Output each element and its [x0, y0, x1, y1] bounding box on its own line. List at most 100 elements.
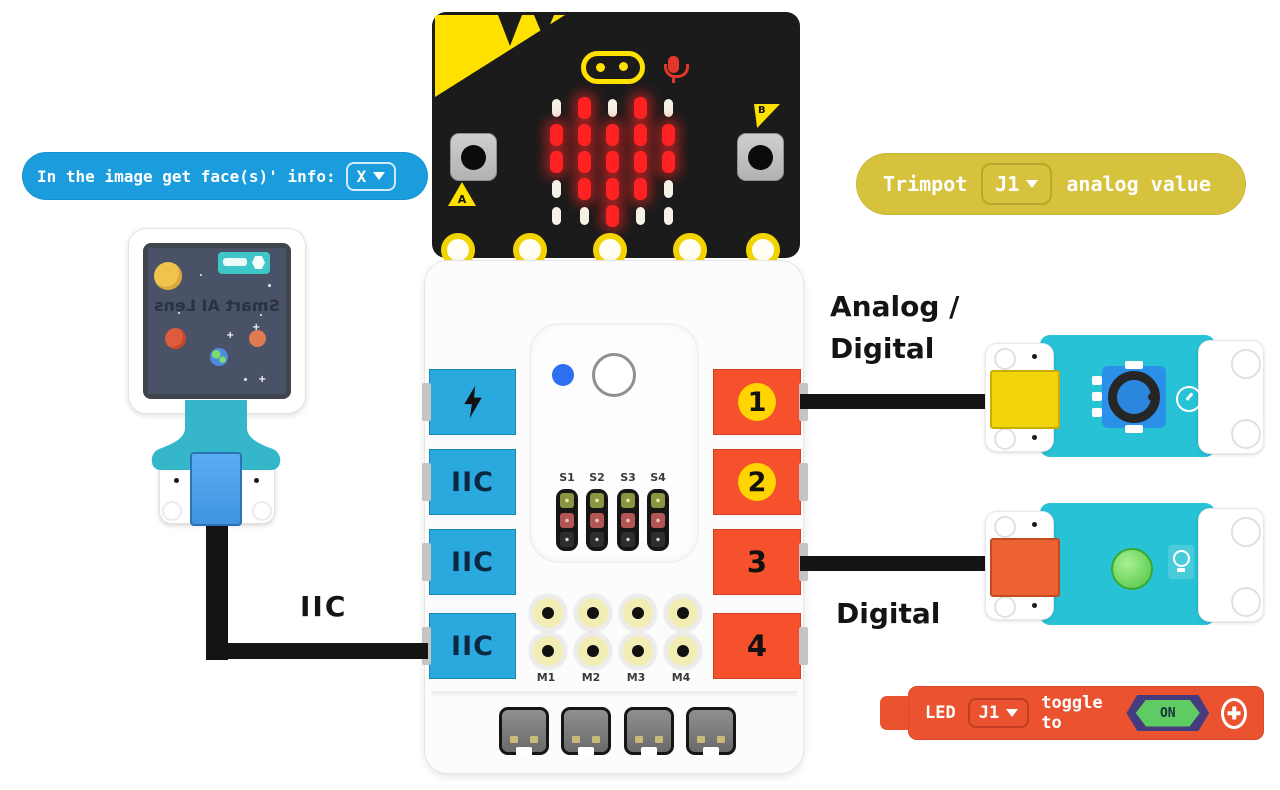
- led-connector: [990, 538, 1060, 597]
- trimpot-knob: [1092, 361, 1166, 433]
- trimpot-block-suffix: analog value: [1066, 172, 1211, 196]
- motor-label: M3: [626, 671, 646, 684]
- servo-header: [617, 489, 639, 551]
- port-1: 1: [713, 369, 808, 435]
- camera-mount: [151, 400, 281, 470]
- servo-label: S4: [650, 471, 666, 484]
- trimpot-right-cap: [1198, 340, 1264, 454]
- label-analog-digital-line1: Analog /: [830, 290, 960, 323]
- led-block-label: LED: [925, 703, 956, 723]
- port-1-badge: 1: [738, 383, 776, 421]
- port-2: 2: [713, 449, 808, 515]
- motor-socket: [624, 707, 674, 756]
- led-on: [577, 150, 591, 173]
- screen-title: Smart AI Lens: [154, 296, 280, 315]
- brand-badge: [218, 252, 270, 274]
- led-off: [635, 206, 645, 225]
- motor-terminal: [620, 633, 656, 669]
- trimpot-block[interactable]: Trimpot J1 analog value: [856, 153, 1246, 215]
- servo-header: [586, 489, 608, 551]
- wire-port1-trimpot: [800, 394, 992, 409]
- screen-bezel: Smart AI Lens + + +: [143, 243, 291, 399]
- led-off: [663, 179, 673, 198]
- led-on: [605, 123, 619, 146]
- face-info-dropdown-value: X: [356, 166, 367, 186]
- ai-lens-module: Smart AI Lens + + +: [128, 228, 306, 414]
- button-b-cap: [748, 144, 773, 170]
- led-port-dropdown[interactable]: J1: [967, 698, 1030, 728]
- servo-header: [556, 489, 578, 551]
- boolean-slot[interactable]: ON: [1126, 695, 1210, 731]
- led-off: [663, 206, 673, 225]
- sun-planet: [154, 262, 182, 290]
- board-divider: [431, 691, 797, 697]
- trimpot-dropdown-value: J1: [995, 172, 1020, 196]
- servo-header: [647, 489, 669, 551]
- button-a-label: A: [448, 182, 476, 206]
- button-b-label: B: [754, 104, 780, 128]
- face-info-text: In the image get face(s)' info:: [37, 166, 336, 186]
- red-planet: [165, 328, 186, 349]
- port-iic-1: IIC: [422, 449, 516, 515]
- trimpot-port-dropdown[interactable]: J1: [981, 163, 1053, 205]
- port-4: 4: [713, 613, 808, 679]
- power-led: [552, 364, 574, 386]
- led-block[interactable]: LED J1 toggle to ON: [908, 686, 1264, 740]
- trimpot-block-label: Trimpot: [883, 172, 968, 196]
- motor-socket: [686, 707, 736, 756]
- face-info-dropdown[interactable]: X: [345, 161, 397, 191]
- reset-button: [592, 353, 636, 397]
- led-matrix: [542, 94, 682, 229]
- button-a-cap: [461, 144, 486, 170]
- led-off: [579, 206, 589, 225]
- on-toggle[interactable]: ON: [1135, 699, 1200, 727]
- led-module: [985, 503, 1277, 625]
- button-a: [450, 133, 497, 181]
- wire-camera-vertical: [206, 524, 228, 660]
- port-iic-3: IIC: [422, 613, 516, 679]
- motor-socket: [561, 707, 611, 756]
- dropdown-arrow-icon: [1026, 180, 1039, 188]
- label-digital: Digital: [836, 597, 941, 630]
- motor-terminal: [530, 595, 566, 631]
- motor-label: M4: [671, 671, 691, 684]
- led-on: [577, 123, 591, 146]
- port-power: [422, 369, 516, 435]
- label-analog-digital: Analog / Digital: [830, 286, 959, 370]
- plus-circle-icon[interactable]: [1221, 697, 1247, 729]
- dropdown-arrow-icon: [1006, 709, 1019, 717]
- motor-terminal: [530, 633, 566, 669]
- green-led: [1111, 548, 1153, 590]
- led-dropdown-value: J1: [978, 703, 1000, 723]
- led-off: [551, 179, 561, 198]
- label-analog-digital-line2: Digital: [830, 332, 935, 365]
- led-on: [661, 150, 675, 173]
- led-on: [633, 150, 647, 173]
- wire-port3-led: [800, 556, 992, 571]
- port-iic-2: IIC: [422, 529, 516, 595]
- face-info-block[interactable]: In the image get face(s)' info: X: [22, 152, 428, 200]
- led-on: [633, 177, 647, 200]
- led-on: [661, 123, 675, 146]
- led-block-action: toggle to: [1041, 693, 1103, 733]
- led-on: [577, 96, 591, 119]
- motor-terminal: [620, 595, 656, 631]
- motor-terminal: [575, 633, 611, 669]
- led-on: [577, 177, 591, 200]
- label-iic: IIC: [300, 590, 348, 623]
- motor-label: M2: [581, 671, 601, 684]
- wire-camera-horizontal: [206, 643, 428, 659]
- orange-planet: [249, 330, 266, 347]
- expansion-board: S1 S2 S3 S4 M1 M2 M3 M4 IIC IIC IIC: [422, 260, 808, 774]
- led-on: [605, 204, 619, 227]
- microbit-board: A B: [432, 12, 800, 258]
- bulb-icon: [1168, 545, 1194, 579]
- logo-oval-icon: [581, 51, 645, 84]
- led-on: [633, 96, 647, 119]
- microphone-icon: [664, 56, 689, 90]
- led-off: [607, 98, 617, 117]
- camera-connector: [190, 452, 242, 526]
- led-off: [663, 98, 673, 117]
- corner-zigzag-logo: [435, 15, 565, 97]
